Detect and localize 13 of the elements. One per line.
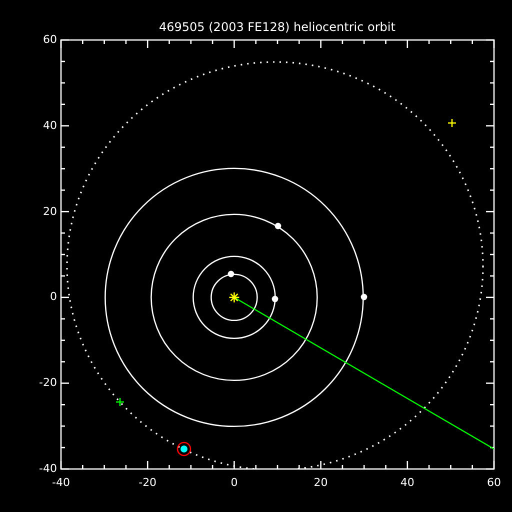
- x-tick-label: -40: [52, 477, 70, 489]
- y-tick-label: 20: [43, 206, 57, 218]
- y-tick-label: -20: [39, 377, 57, 390]
- y-tick-label: 60: [43, 34, 57, 46]
- y-tick-label: 40: [43, 120, 57, 132]
- x-tick-label: 20: [314, 477, 328, 489]
- y-tick-label: -40: [39, 463, 57, 475]
- x-tick-label: 0: [230, 477, 238, 489]
- x-tick-label: 40: [400, 477, 414, 489]
- x-tick-label: -20: [138, 477, 157, 489]
- y-tick-label: 0: [50, 291, 57, 304]
- chart-title: 469505 (2003 FE128) heliocentric orbit: [159, 21, 396, 33]
- x-tick-label: 60: [487, 477, 501, 489]
